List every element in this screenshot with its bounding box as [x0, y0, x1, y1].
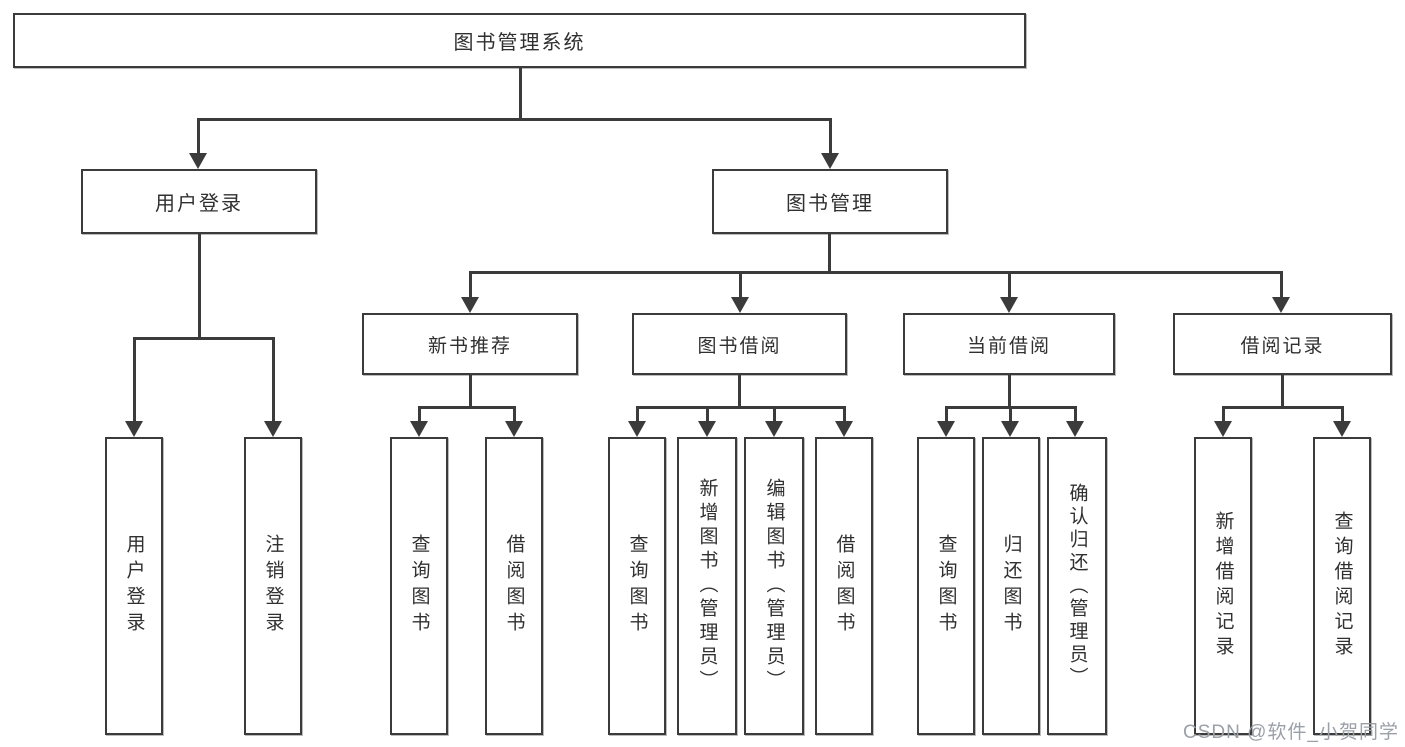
leaf-label: 新增借阅记录 — [1212, 511, 1234, 661]
connector-line — [706, 406, 709, 423]
leaf-label: 注销登录 — [262, 534, 284, 638]
connector-line — [198, 234, 201, 340]
node-label: 借阅记录 — [1240, 335, 1325, 357]
arrow-down-icon — [1000, 297, 1018, 313]
leaf-label: 新增图书（管理员） — [696, 478, 718, 694]
leaf-label: 用户登录 — [123, 534, 145, 638]
leaf-label: 借阅图书 — [833, 534, 855, 638]
arrow-down-icon — [461, 297, 479, 313]
connector-line — [636, 406, 846, 409]
connector-line — [1281, 375, 1284, 408]
arrow-down-icon — [1066, 421, 1084, 437]
leaf-edit-books-admin: 编辑图书（管理员） — [744, 437, 804, 735]
leaf-label: 查询图书 — [626, 534, 648, 638]
connector-line — [738, 375, 741, 408]
node-book-management: 图书管理 — [712, 169, 948, 234]
leaf-label: 归还图书 — [1000, 534, 1022, 638]
node-label: 图书管理系统 — [453, 32, 586, 54]
connector-line — [1009, 406, 1012, 423]
arrow-down-icon — [821, 153, 839, 169]
arrow-down-icon — [1214, 421, 1232, 437]
arrow-down-icon — [698, 421, 716, 437]
connector-line — [1008, 375, 1011, 408]
node-label: 当前借阅 — [966, 335, 1051, 357]
arrow-down-icon — [264, 421, 282, 437]
leaf-borrow-books: 借阅图书 — [485, 437, 543, 735]
arrow-down-icon — [189, 153, 207, 169]
node-label: 图书管理 — [786, 193, 874, 215]
arrow-down-icon — [125, 421, 143, 437]
connector-line — [829, 118, 832, 156]
leaf-query-books: 查询图书 — [608, 437, 666, 735]
connector-line — [272, 337, 275, 423]
connector-line — [418, 406, 516, 409]
connector-line — [828, 234, 831, 273]
leaf-query-borrow-record: 查询借阅记录 — [1313, 437, 1371, 735]
node-book-borrow: 图书借阅 — [632, 313, 847, 375]
arrow-down-icon — [1272, 297, 1290, 313]
leaf-label: 借阅图书 — [503, 534, 525, 638]
arrow-down-icon — [731, 297, 749, 313]
leaf-confirm-return-admin: 确认归还（管理员） — [1047, 437, 1107, 735]
arrow-down-icon — [835, 421, 853, 437]
connector-line — [197, 118, 832, 121]
connector-line — [739, 271, 742, 299]
connector-line — [197, 118, 200, 156]
connector-line — [469, 375, 472, 408]
arrow-down-icon — [505, 421, 523, 437]
arrow-down-icon — [1001, 421, 1019, 437]
arrow-down-icon — [410, 421, 428, 437]
arrow-down-icon — [937, 421, 955, 437]
connector-line — [418, 406, 421, 423]
connector-line — [469, 271, 472, 299]
connector-line — [133, 337, 275, 340]
connector-line — [519, 66, 522, 120]
arrow-down-icon — [628, 421, 646, 437]
connector-line — [469, 271, 1283, 274]
node-borrow-records: 借阅记录 — [1173, 313, 1392, 375]
arrow-down-icon — [1333, 421, 1351, 437]
leaf-borrow-books: 借阅图书 — [815, 437, 873, 735]
connector-line — [1074, 406, 1077, 423]
leaf-add-books-admin: 新增图书（管理员） — [677, 437, 737, 735]
node-user-login: 用户登录 — [81, 169, 317, 234]
leaf-label: 确认归还（管理员） — [1066, 482, 1088, 690]
leaf-logout: 注销登录 — [244, 437, 302, 735]
connector-line — [773, 406, 776, 423]
leaf-query-books: 查询图书 — [390, 437, 448, 735]
connector-line — [133, 337, 136, 423]
leaf-label: 查询图书 — [408, 534, 430, 638]
connector-line — [1008, 271, 1011, 299]
connector-line — [513, 406, 516, 423]
leaf-label: 查询图书 — [935, 534, 957, 638]
leaf-query-books: 查询图书 — [917, 437, 975, 735]
connector-line — [1341, 406, 1344, 423]
leaf-user-login: 用户登录 — [105, 437, 163, 735]
connector-line — [843, 406, 846, 423]
connector-line — [1222, 406, 1344, 409]
node-label: 图书借阅 — [697, 335, 782, 357]
leaf-label: 查询借阅记录 — [1331, 511, 1353, 661]
leaf-return-books: 归还图书 — [982, 437, 1040, 735]
csdn-watermark: CSDN @软件_小贺同学 — [1183, 722, 1399, 743]
leaf-label: 编辑图书（管理员） — [763, 478, 785, 694]
node-label: 新书推荐 — [427, 335, 512, 357]
node-label: 用户登录 — [155, 193, 243, 215]
connector-line — [1222, 406, 1225, 423]
node-current-borrow: 当前借阅 — [903, 313, 1115, 375]
node-library-management-system: 图书管理系统 — [13, 13, 1026, 68]
connector-line — [636, 406, 639, 423]
connector-line — [1280, 271, 1283, 299]
connector-line — [945, 406, 948, 423]
arrow-down-icon — [765, 421, 783, 437]
node-new-book-recommend: 新书推荐 — [362, 313, 578, 375]
leaf-add-borrow-record: 新增借阅记录 — [1194, 437, 1252, 735]
